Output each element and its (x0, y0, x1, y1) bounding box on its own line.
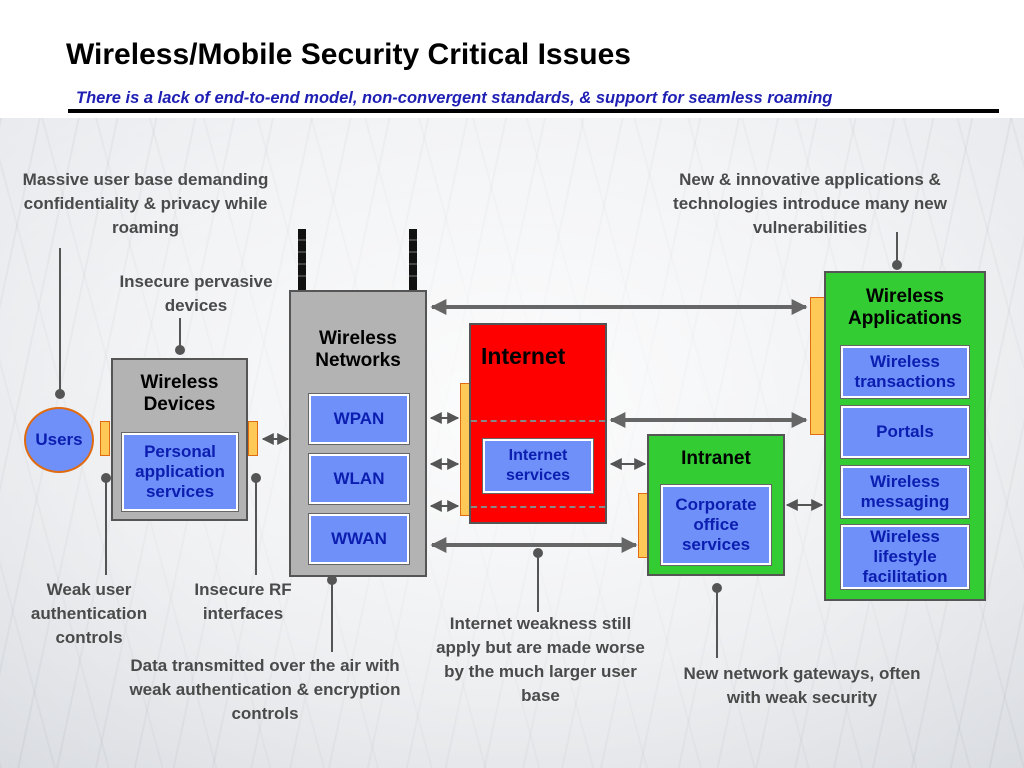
callout-insecure-pervasive: Insecure pervasive devices (119, 272, 273, 315)
wireless-devices-box: Wireless Devices Personal application se… (111, 358, 248, 521)
intranet-box: Intranet Corporate office services (647, 434, 785, 576)
callout-dot (892, 260, 902, 270)
wireless-apps-title: Wireless Applications (847, 286, 962, 329)
devices-port (248, 421, 258, 456)
corporate-office-services: Corporate office services (660, 484, 772, 566)
callout-dot (175, 345, 185, 355)
callout-internet-weakness: Internet weakness still apply but are ma… (436, 614, 645, 705)
wireless-networks-title: Wireless Networks (315, 328, 401, 371)
internet-box: Internet Internet services (469, 323, 607, 524)
callout-dot (533, 548, 543, 558)
internet-title: Internet (481, 343, 566, 369)
callout-massive-user-base: Massive user base demanding confidential… (22, 170, 269, 237)
users-port (100, 421, 110, 456)
intranet-title: Intranet (681, 448, 751, 469)
wpan-box: WPAN (308, 393, 410, 445)
internet-dashed-top (471, 420, 605, 422)
wireless-messaging: Wireless messaging (840, 465, 970, 519)
callout-network-gateways: New network gateways, often with weak se… (683, 664, 921, 707)
callout-new-apps: New & innovative applications & technolo… (673, 170, 947, 237)
callout-dot (101, 473, 111, 483)
antenna-icon (298, 229, 417, 291)
wireless-transactions: Wireless transactions (840, 345, 970, 399)
callout-weak-auth: Weak user authentication controls (30, 580, 148, 647)
wireless-networks-box: Wireless Networks WPAN WLAN WWAN (289, 290, 427, 577)
title-underline (68, 109, 999, 113)
internet-services: Internet services (482, 438, 594, 494)
portals: Portals (840, 405, 970, 459)
callout-dot (55, 389, 65, 399)
callout-data-transmitted: Data transmitted over the air with weak … (129, 656, 401, 723)
users-node: Users (24, 407, 94, 473)
page-title: Wireless/Mobile Security Critical Issues (66, 38, 631, 71)
wireless-apps-box: Wireless Applications Wireless transacti… (824, 271, 986, 601)
callout-dot (251, 473, 261, 483)
users-label: Users (35, 430, 83, 449)
personal-app-services: Personal application services (121, 432, 239, 512)
internet-dashed-bottom (471, 506, 605, 508)
wireless-lifestyle-facilitation: Wireless lifestyle facilitation (840, 524, 970, 590)
page-subtitle: There is a lack of end-to-end model, non… (76, 89, 833, 107)
callout-dot (712, 583, 722, 593)
callout-insecure-rf: Insecure RF interfaces (194, 580, 292, 623)
wireless-devices-title: Wireless Devices (140, 372, 219, 415)
wlan-box: WLAN (308, 453, 410, 505)
wwan-box: WWAN (308, 513, 410, 565)
callout-dot (327, 575, 337, 585)
